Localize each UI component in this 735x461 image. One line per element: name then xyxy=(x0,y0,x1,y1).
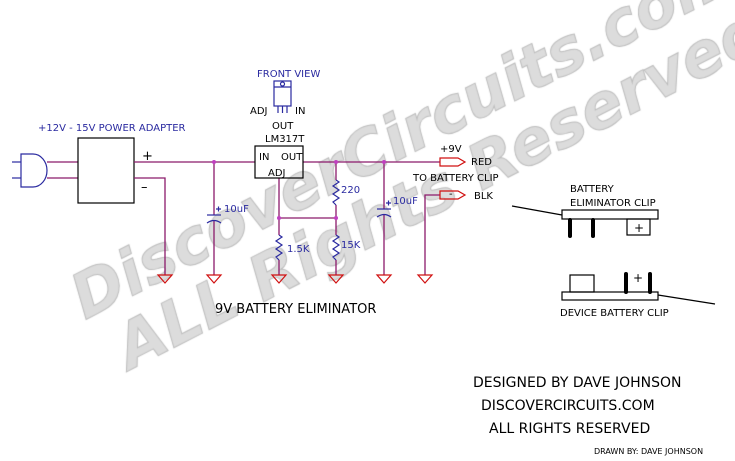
drawn-by: DRAWN BY: DAVE JOHNSON xyxy=(594,447,703,456)
clip-plus: + xyxy=(634,221,644,235)
elim-clip-label-2: ELIMINATOR CLIP xyxy=(570,198,656,209)
adapter-label: +12V - 15V POWER ADAPTER xyxy=(38,123,186,134)
power-adapter xyxy=(77,137,135,204)
rights-reserved: ALL RIGHTS RESERVED xyxy=(489,421,650,437)
resistor-15k xyxy=(331,234,341,261)
lm317t-regulator xyxy=(254,145,304,179)
red-connector xyxy=(439,157,467,167)
red-label: RED xyxy=(471,157,492,168)
fv-out: OUT xyxy=(272,121,294,132)
front-view-label: FRONT VIEW xyxy=(257,69,320,80)
elim-clip-label-1: BATTERY xyxy=(570,184,615,195)
plus9v-label: +9V xyxy=(440,144,462,155)
device-battery-clip xyxy=(561,272,716,305)
pin-in: IN xyxy=(259,152,269,163)
to220-package-icon xyxy=(273,80,292,113)
fv-in: IN xyxy=(295,106,305,117)
blk-connector xyxy=(439,190,467,200)
plus-sign: + xyxy=(142,149,153,164)
site-name: DISCOVERCIRCUITS.COM xyxy=(481,398,655,414)
battery-eliminator-clip xyxy=(511,205,659,238)
fv-adj: ADJ xyxy=(250,106,268,117)
pin-out: OUT xyxy=(281,152,303,163)
dc-plug xyxy=(12,153,78,188)
c2-label: 10uF xyxy=(393,196,418,207)
ground-symbols xyxy=(156,274,434,284)
minus-sign: – xyxy=(141,180,148,195)
diagram-title: 9V BATTERY ELIMINATOR xyxy=(215,302,376,317)
capacitor-c1 xyxy=(206,206,222,224)
r15k-label: 15K xyxy=(341,240,361,251)
designed-by: DESIGNED BY DAVE JOHNSON xyxy=(473,375,682,391)
resistor-1k5 xyxy=(274,234,284,261)
resistor-220 xyxy=(331,179,341,206)
c1-label: 10uF xyxy=(224,204,249,215)
to-clip-label: TO BATTERY CLIP xyxy=(412,173,499,184)
capacitor-c2 xyxy=(376,200,392,218)
pin-adj: ADJ xyxy=(268,168,286,179)
device-clip-label: DEVICE BATTERY CLIP xyxy=(560,308,669,319)
r220-label: 220 xyxy=(341,185,360,196)
neg-label: - xyxy=(449,189,453,200)
device-plus: + xyxy=(633,271,643,285)
r1k5-label: 1.5K xyxy=(287,244,310,255)
wires xyxy=(134,160,440,275)
regulator-label: LM317T xyxy=(265,134,305,145)
blk-label: BLK xyxy=(474,191,493,202)
